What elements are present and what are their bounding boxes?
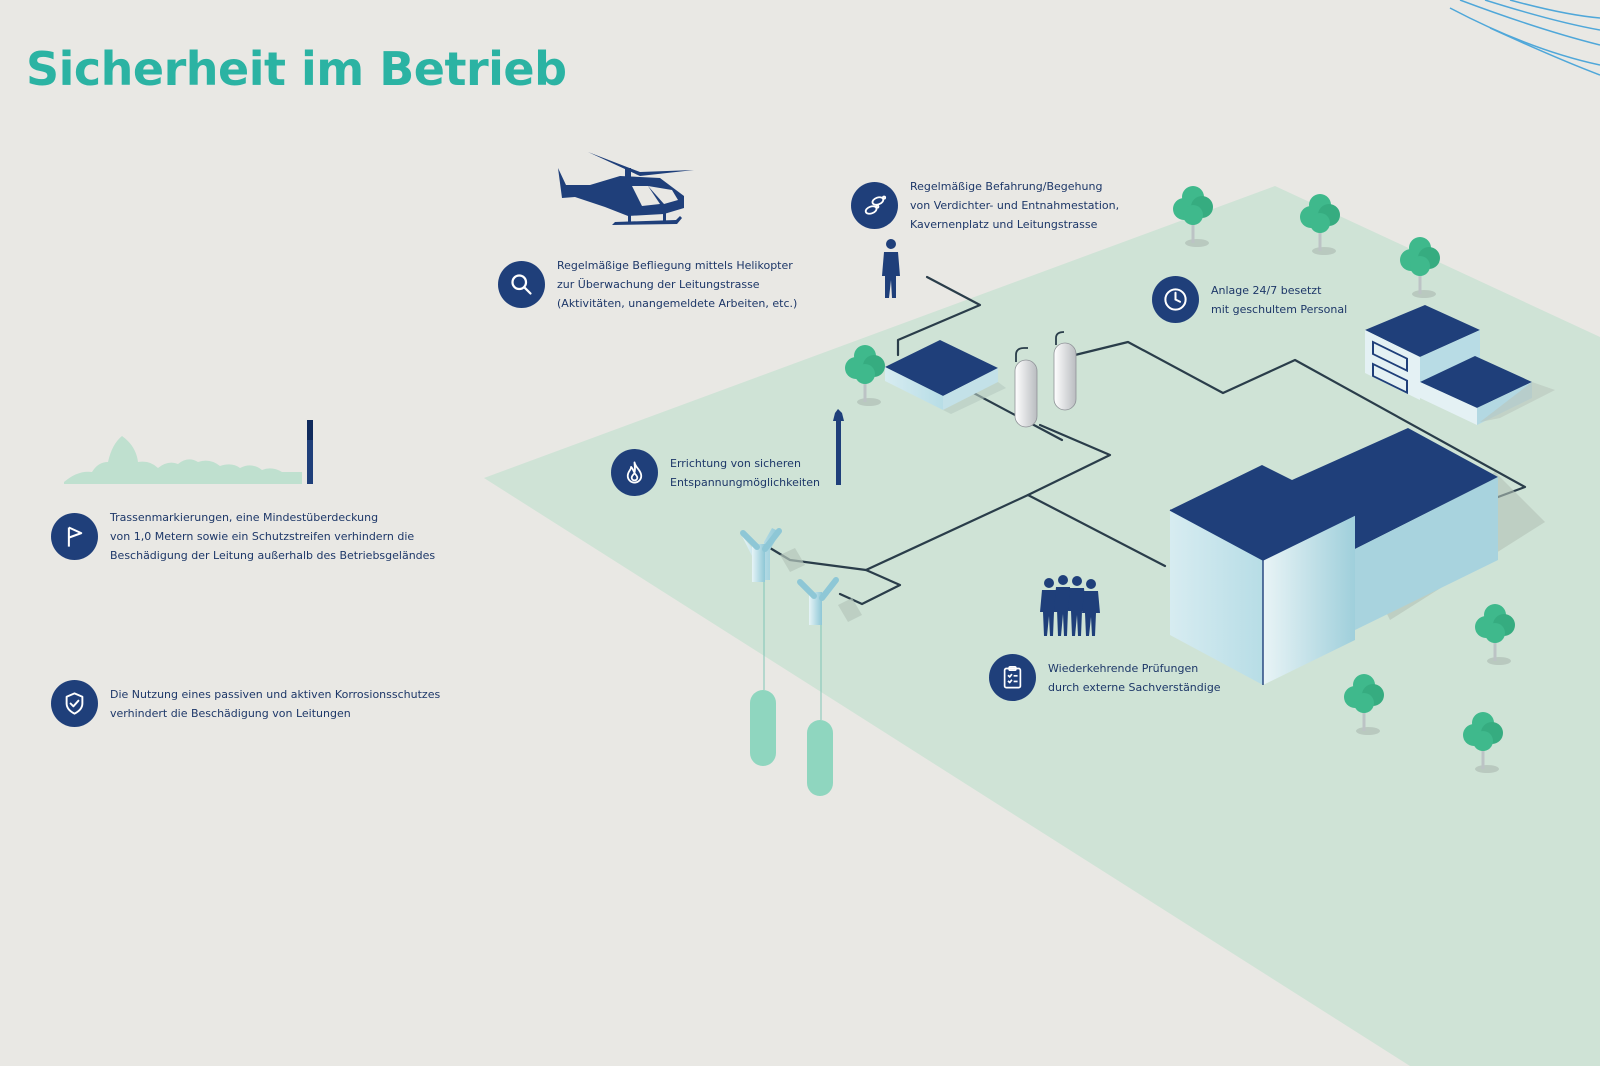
callout-text-line: Regelmäßige Befahrung/Begehung (910, 180, 1103, 193)
page-title: Sicherheit im Betrieb (26, 42, 567, 96)
pipeline-network (768, 275, 1527, 606)
site-ground-plane (484, 186, 1600, 1066)
callout-text-line: durch externe Sachverständige (1048, 680, 1221, 694)
main-building (1169, 428, 1545, 685)
callout-text-line: von Verdichter- und Entnahmestation, (910, 199, 1120, 212)
callout-relief-systems: Errichtung von sicheren Entspannungmögli… (611, 449, 820, 496)
magnifier-icon (498, 261, 545, 308)
footprints-icon (851, 182, 898, 229)
clipboard-checklist-icon (989, 654, 1036, 701)
callout-text-line: Errichtung von sicheren (670, 456, 801, 470)
bushes-silhouette (64, 436, 302, 484)
small-building (885, 340, 1006, 414)
callout-corrosion-protection: Die Nutzung eines passiven und aktiven K… (51, 680, 440, 727)
clock-icon (1152, 276, 1199, 323)
flame-icon (611, 449, 658, 496)
callout-text-line: Wiederkehrende Prüfungen (1048, 661, 1199, 675)
corner-wave-lines (1449, 0, 1600, 76)
callout-text-line: Trassenmarkierungen, eine Mindestüberdec… (110, 511, 379, 524)
storage-tanks (1014, 331, 1077, 428)
callout-text-line: Regelmäßige Befliegung mittels Helikopte… (557, 259, 793, 272)
callout-external-audits: Wiederkehrende Prüfungen durch externe S… (989, 654, 1221, 701)
callout-text-line: zur Überwachung der Leitungstrasse (557, 278, 760, 291)
callout-text-line: Entspannungmöglichkeiten (670, 475, 820, 489)
callout-text-line: Kavernenplatz und Leitungstrasse (910, 218, 1098, 231)
callout-text-line: Beschädigung der Leitung außerhalb des B… (110, 549, 436, 562)
callout-helicopter-patrol: Regelmäßige Befliegung mittels Helikopte… (498, 256, 797, 313)
inspectors-group (1040, 575, 1100, 636)
callout-route-markings: Trassenmarkierungen, eine Mindestüberdec… (51, 508, 435, 565)
flag-icon (51, 513, 98, 560)
shield-check-icon (51, 680, 98, 727)
admin-building (1365, 305, 1555, 425)
callout-text-line: verhindert die Beschädigung von Leitunge… (110, 706, 351, 720)
callout-staffed-24-7: Anlage 24/7 besetzt mit geschultem Perso… (1152, 276, 1347, 323)
trees (845, 186, 1515, 773)
person-figure (882, 239, 900, 298)
callout-text-line: mit geschultem Personal (1211, 302, 1348, 316)
callout-text-line: Anlage 24/7 besetzt (1211, 283, 1322, 297)
callout-inspection-walk: Regelmäßige Befahrung/Begehung von Verdi… (851, 177, 1119, 234)
wellheads-and-caverns (740, 528, 862, 796)
callout-text-line: von 1,0 Metern sowie ein Schutzstreifen … (110, 530, 415, 543)
marker-post (307, 420, 313, 484)
callout-text-line: (Aktivitäten, unangemeldete Arbeiten, et… (557, 297, 798, 310)
relief-stack (833, 409, 844, 485)
helicopter (558, 152, 694, 225)
callout-text-line: Die Nutzung eines passiven und aktiven K… (110, 687, 441, 701)
